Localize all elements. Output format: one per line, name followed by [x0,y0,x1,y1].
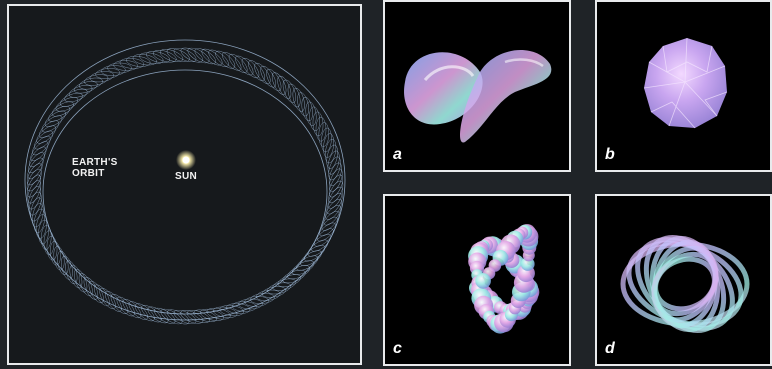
orbit-loop [145,304,170,326]
orbit-loop [280,78,298,104]
orbit-torus-graphic [9,6,360,363]
orbit-loop [314,220,338,244]
orbit-loop [26,185,44,211]
coil-bead [475,273,491,289]
orbit-loop [152,305,178,326]
orbit-loop [233,53,256,78]
sun-label: SUN [175,171,197,182]
orbit-diagram-panel: EARTH'S ORBIT SUN [7,4,362,365]
earth-orbit-label-line1: EARTH'S [72,157,118,168]
orbit-loop [252,61,274,86]
panel-label-b: b [605,146,615,164]
knot-panel-a: a [383,0,571,172]
orbit-loop [291,87,307,113]
orbit-loop [302,242,327,264]
earth-orbit-mesh [24,40,346,327]
orbit-loop [319,209,342,234]
orbit-loop [46,103,72,124]
orbit-loop [269,71,289,97]
orbit-loop [298,248,324,269]
orbit-loop [245,58,267,83]
orbit-loop [317,214,341,238]
orbit-loop [114,294,137,319]
orbit-loop [199,46,224,68]
panel-label-a: a [393,146,402,164]
earth-orbit-label: EARTH'S ORBIT [72,157,118,179]
orbit-loop [67,264,84,290]
orbit-loop [308,106,320,131]
nested-torus-knot-graphic [597,196,770,364]
coil-beads [468,224,539,334]
orbit-loop [159,47,185,65]
orbit-loop [120,297,144,321]
orbit-loop [24,161,45,187]
knot-panel-c: c [383,194,571,366]
orbit-loop [63,259,79,285]
twisted-ribbon-knot-graphic [385,2,569,170]
orbit-loop [132,301,157,324]
orbit-loop [52,246,65,271]
orbit-loop [206,47,231,70]
orbit-loop [226,51,250,75]
orbit-loop [186,308,212,326]
orbit-loop [43,108,68,130]
orbit-loop [126,299,150,323]
orbit-loop [193,46,219,67]
panel-label-c: c [393,340,402,358]
orbit-loop [327,161,345,187]
orbit-loop [139,302,164,325]
torus-rings [618,222,753,347]
orbit-loop [275,74,294,100]
panel-label-d: d [605,340,615,358]
orbit-loop [213,48,238,71]
beaded-coil-knot-graphic [385,196,569,364]
orbit-loop [28,139,51,164]
orbit-loop [25,150,47,175]
orbit-loop [25,156,46,182]
sun-core [183,157,190,164]
knot-panel-d: d [595,194,772,366]
orbit-loop [325,185,346,211]
orbit-loop [286,83,303,109]
orbit-loop [304,101,317,126]
orbit-loop [258,64,279,90]
earth-orbit-label-line2: ORBIT [72,168,118,179]
orbit-loop [264,67,284,93]
orbit-loop [309,231,334,254]
faceted-sphere-graphic [597,2,770,170]
orbit-loop [220,50,244,74]
orbit-loop [326,155,343,181]
knot-panel-b: b [595,0,772,172]
